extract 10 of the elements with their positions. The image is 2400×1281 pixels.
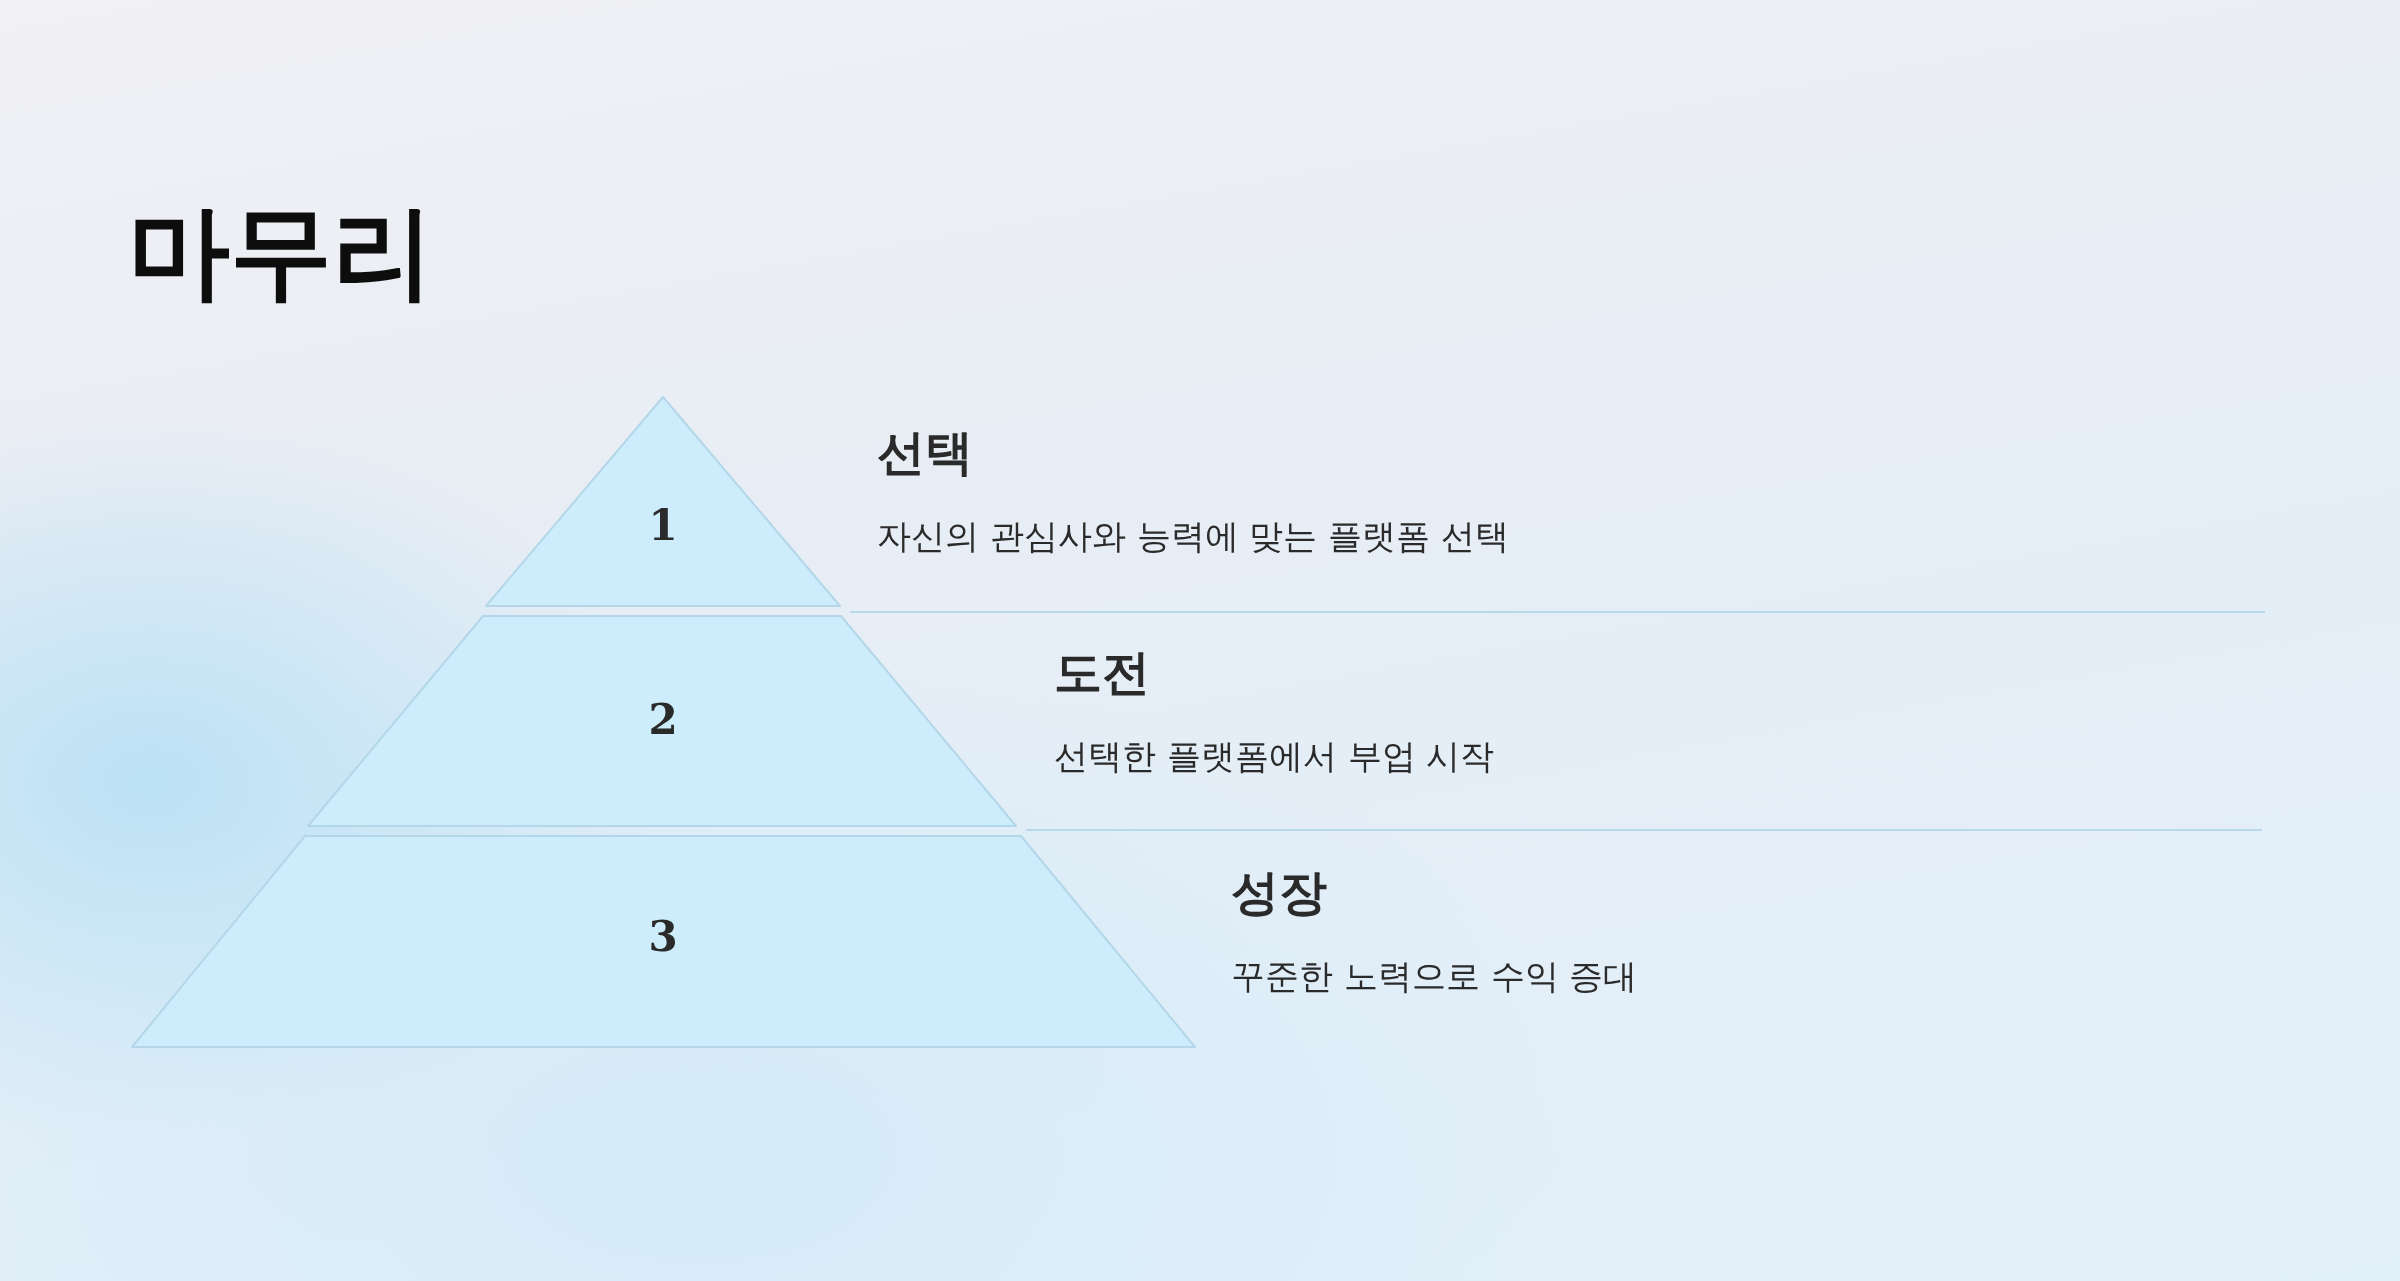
tier-heading: 선택: [877, 424, 973, 482]
tier-description: 자신의 관심사와 능력에 맞는 플랫폼 선택: [877, 515, 1510, 558]
tier-number: 1: [648, 505, 678, 547]
tier-number: 3: [648, 916, 678, 958]
tier-description: 꾸준한 노력으로 수익 증대: [1231, 955, 1638, 998]
tier-number: 2: [648, 699, 678, 741]
tier-description: 선택한 플랫폼에서 부업 시작: [1054, 735, 1495, 778]
tier-heading: 도전: [1054, 644, 1150, 702]
slide-title: 마무리: [128, 196, 434, 309]
tier-heading: 성장: [1231, 864, 1327, 922]
